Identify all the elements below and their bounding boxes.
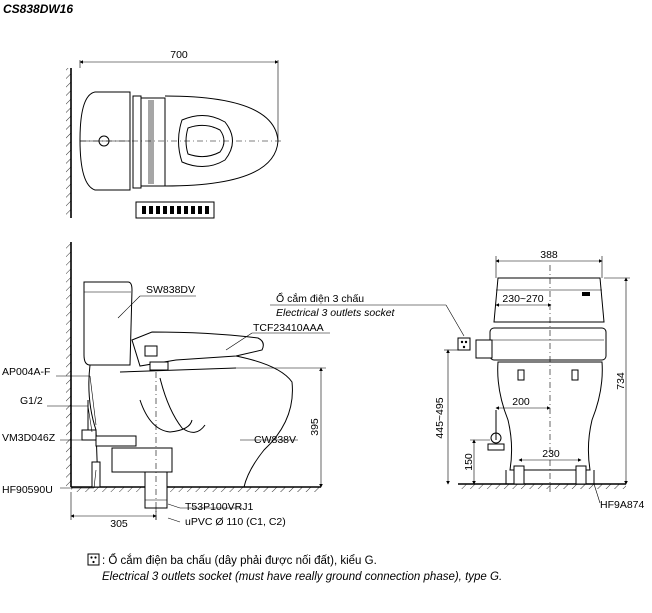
label-hose: TCF23410AAA	[253, 322, 324, 334]
front-tank	[493, 277, 605, 323]
socket-icon	[457, 337, 471, 351]
note-line-en: Electrical 3 outlets socket (must have r…	[102, 571, 502, 583]
top-tank	[79, 91, 131, 191]
label-fixing: HF9A874	[600, 499, 645, 511]
dim-total-height: 734	[615, 372, 627, 390]
label-pipe: uPVC Ø 110 (C1, C2)	[185, 516, 286, 528]
top-seat-lid	[164, 95, 279, 187]
top-view: 700	[66, 49, 284, 219]
front-view: 388 230~270 200 230	[270, 249, 645, 511]
side-tank	[83, 281, 133, 366]
label-seat: SW838DV	[146, 284, 195, 296]
note-line-vi: : Ổ cắm điện ba chấu (dây phải được nối …	[102, 554, 377, 567]
dim-bolt-span: 230	[542, 448, 560, 460]
label-valve: AP004A-F	[2, 366, 50, 378]
label-thread: G1/2	[20, 395, 43, 407]
label-flange: T53P100VRJ1	[185, 501, 253, 513]
side-seat	[131, 331, 264, 367]
dim-socket-range: 230~270	[502, 293, 543, 305]
note-socket-icon	[87, 553, 100, 566]
label-stop: VM3D046Z	[2, 432, 56, 444]
top-bowl-opening	[178, 115, 233, 167]
label-socket-vi: Ổ cắm điện 3 chấu	[276, 292, 364, 305]
remote-control	[135, 201, 215, 219]
dim-supply-height: 150	[463, 453, 475, 471]
dim-socket-height: 445~495	[434, 397, 446, 438]
label-socket-en: Electrical 3 outlets socket	[276, 307, 396, 319]
top-wall-hatch	[66, 68, 71, 218]
dim-front-width: 388	[540, 249, 558, 261]
side-view: 305 395 SW838DV TCF23410AAA AP004A-F G1/…	[2, 242, 330, 530]
label-bowl: CW838V	[254, 434, 296, 446]
front-seat	[489, 327, 607, 361]
supply-valve-icon	[490, 432, 502, 444]
dim-top-width: 700	[170, 49, 188, 61]
dim-rough-in: 305	[110, 518, 128, 530]
note: : Ổ cắm điện ba chấu (dây phải được nối …	[87, 553, 502, 583]
label-bolt: HF90590U	[2, 484, 53, 496]
drawing-title: CS838DW16	[3, 2, 73, 16]
front-bowl	[497, 361, 603, 471]
dim-supply-offset: 200	[512, 396, 530, 408]
dim-height: 395	[309, 418, 321, 436]
